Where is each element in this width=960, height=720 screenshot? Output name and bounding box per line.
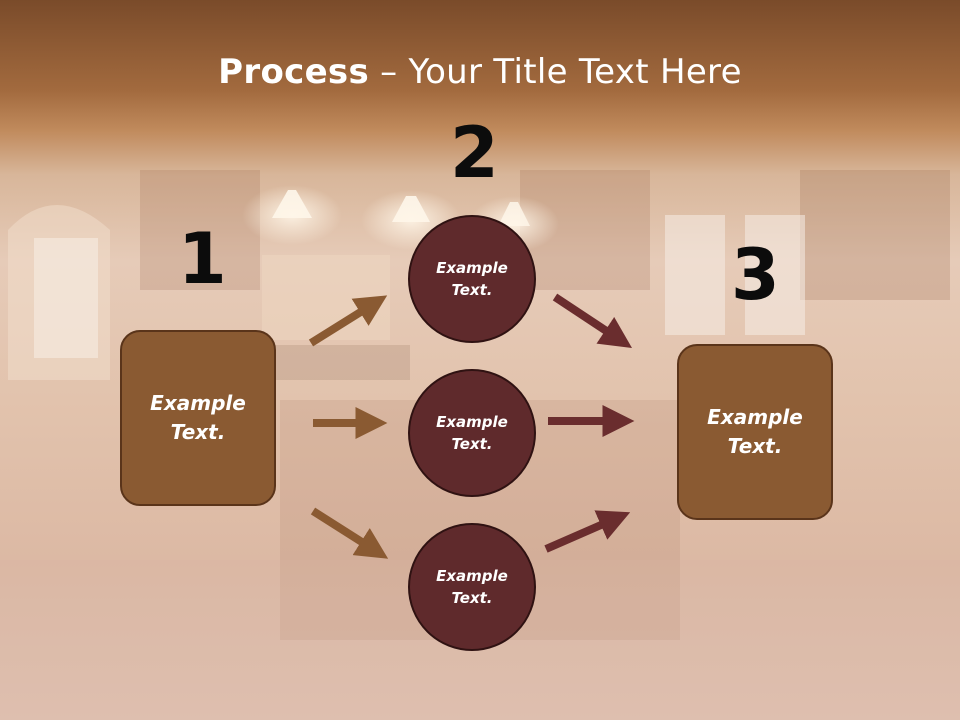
circle-top: Example Text. <box>408 215 536 343</box>
step-number-1: 1 <box>178 218 227 300</box>
arrow-right-top <box>552 293 633 348</box>
slide-title: Process – Your Title Text Here <box>0 52 960 92</box>
title-bold: Process <box>218 52 370 92</box>
right-process-box: Example Text. <box>677 344 833 520</box>
circle-middle: Example Text. <box>408 369 536 497</box>
right-box-text: Example Text. <box>707 405 803 458</box>
title-rest: – Your Title Text Here <box>369 52 742 92</box>
circle-bottom: Example Text. <box>408 523 536 651</box>
step-number-2: 2 <box>450 112 499 194</box>
arrow-left-bottom <box>310 507 389 559</box>
step-number-3: 3 <box>731 234 780 316</box>
circle-bottom-text: Example Text. <box>436 566 508 608</box>
circle-middle-text: Example Text. <box>436 412 508 454</box>
circle-top-text: Example Text. <box>436 258 508 300</box>
left-process-box: Example Text. <box>120 330 276 506</box>
left-box-text: Example Text. <box>150 391 246 444</box>
arrow-left-top <box>308 295 388 347</box>
arrow-right-bottom <box>544 510 631 553</box>
